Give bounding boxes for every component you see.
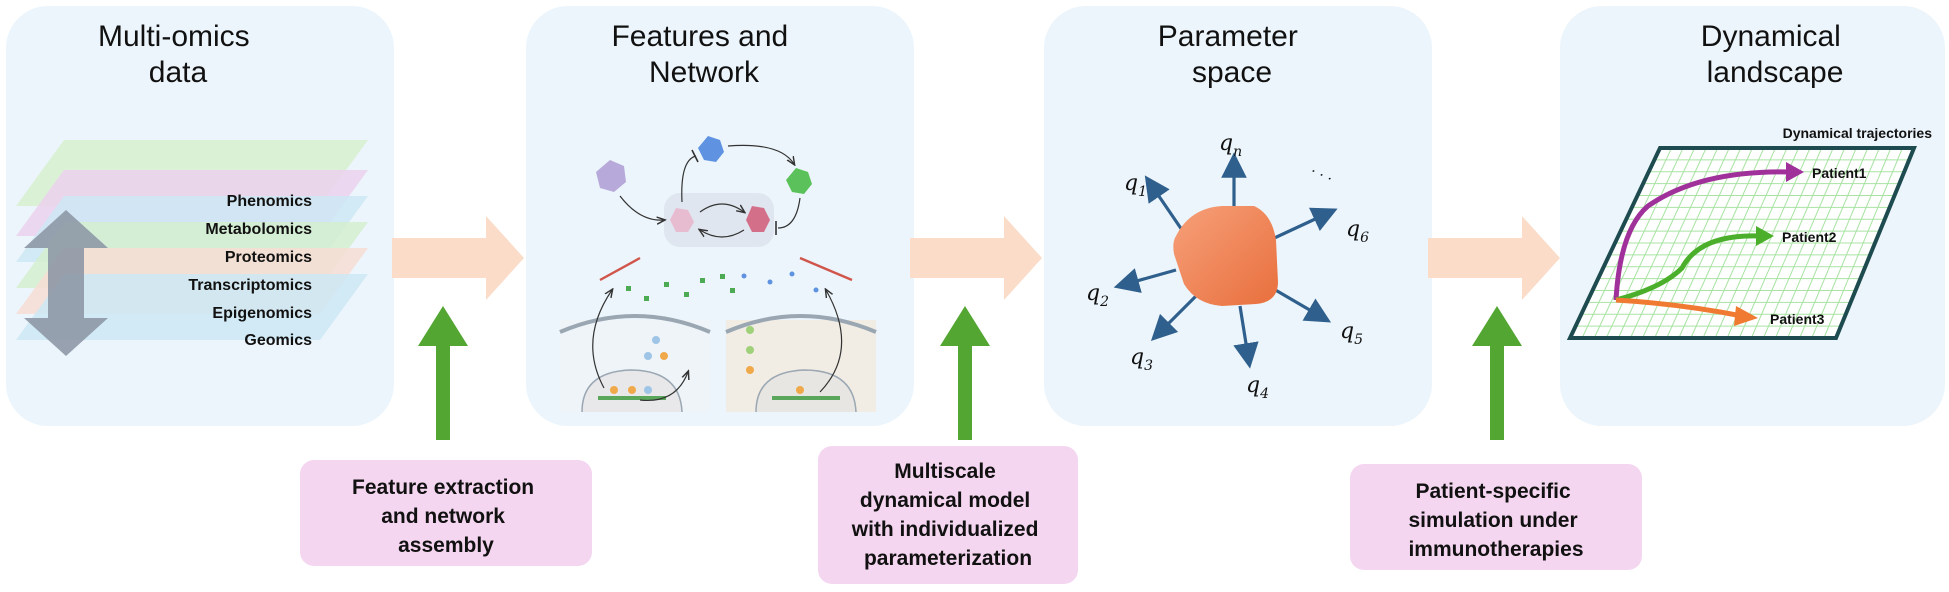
signal-molecule <box>741 273 747 279</box>
omics-layer-label: Phenomics <box>227 193 312 210</box>
edge-inhibition <box>777 197 801 229</box>
dna-strand <box>772 396 840 400</box>
omics-layer-label: Metabolomics <box>205 221 312 238</box>
up-arrow-icon <box>418 306 468 440</box>
omics-layer-sheet <box>16 274 368 340</box>
up-arrow-icon <box>1472 306 1522 440</box>
signal-path <box>639 372 688 402</box>
parameter-label: q1 <box>1124 171 1147 200</box>
patient-label: Patient3 <box>1770 311 1825 327</box>
edge-inhibition-bar <box>691 149 699 163</box>
landscape-grid-frame <box>1566 146 1917 340</box>
trajectories-caption: Dynamical trajectories <box>1783 125 1933 141</box>
protein-marker <box>746 346 754 354</box>
protein-marker <box>644 386 652 394</box>
edge-inhibition <box>681 155 697 203</box>
parameter-label: q6 <box>1346 217 1369 246</box>
trajectory-arrowhead <box>1756 226 1774 246</box>
zoom-line <box>799 256 853 282</box>
panel-title-features-network: Features and Network <box>611 20 796 89</box>
flow-arrow <box>392 216 524 300</box>
trajectory-patient3 <box>1615 297 1743 319</box>
step-box-feature-extraction <box>300 460 592 566</box>
dna-strand <box>598 396 666 400</box>
parameter-label: q3 <box>1130 345 1153 374</box>
parameter-label: qn <box>1219 131 1242 160</box>
protein-marker <box>610 386 618 394</box>
step-text-patient-simulation: Patient-specific simulation under immuno… <box>1408 480 1583 561</box>
node-purple-icon <box>596 160 626 192</box>
signal-molecule <box>767 279 773 285</box>
signal-molecule <box>730 288 735 293</box>
omics-layer-label: Geomics <box>244 332 312 349</box>
signal-molecule <box>813 287 819 293</box>
patient-label: Patient2 <box>1782 229 1837 245</box>
parameter-label: q4 <box>1246 373 1269 402</box>
panel-title-parameter-space: Parameter space <box>1158 20 1306 89</box>
trajectory-arrowhead <box>1734 306 1758 326</box>
signal-molecule <box>700 278 705 283</box>
protein-marker <box>660 352 668 360</box>
protein-marker <box>796 386 804 394</box>
step-text-multiscale-model: Multiscale dynamical model with individu… <box>851 460 1045 570</box>
zoom-line <box>599 256 641 282</box>
parameter-arrow <box>1271 286 1332 323</box>
edge-activation <box>727 144 794 164</box>
omics-layer-label: Transcriptomics <box>188 277 312 294</box>
edge-activation <box>700 230 745 238</box>
cell-membrane <box>559 314 711 334</box>
omics-layer-label: Epigenomics <box>212 305 312 322</box>
parameter-arrow <box>1233 305 1259 369</box>
protein-marker <box>746 366 754 374</box>
panel-title-multi-omics: Multi-omics data <box>98 20 258 89</box>
cell-membrane <box>725 314 877 334</box>
double-headed-arrow-icon <box>24 210 108 356</box>
panel-title-dynamical-landscape: Dynamical landscape <box>1701 20 1849 89</box>
signal-molecule <box>684 292 689 297</box>
step-box-multiscale-model <box>818 446 1078 584</box>
parameter-space-plot: q1 qn q6 q2 q3 q4 q5 · · · <box>1086 131 1369 402</box>
flow-arrow <box>910 216 1042 300</box>
omics-layer-stack: Phenomics Metabolomics Proteomics Transc… <box>16 140 368 356</box>
trajectory-arrowhead <box>1786 162 1804 182</box>
network-schematic <box>559 136 877 413</box>
protein-marker <box>628 386 636 394</box>
protein-marker <box>746 326 754 334</box>
parameter-arrow <box>1144 175 1184 231</box>
signal-molecule <box>664 282 669 287</box>
signal-molecule <box>720 274 725 279</box>
signal-molecule <box>644 296 649 301</box>
parameter-blob-icon <box>1173 206 1278 306</box>
network-highlight-region <box>664 193 774 247</box>
patient-label: Patient1 <box>1812 165 1867 181</box>
parameter-arrow <box>1269 207 1338 242</box>
trajectory-patient2 <box>1615 233 1761 303</box>
dynamical-landscape-plot: Dynamical trajectories Patient1 Patient2… <box>1566 125 1933 340</box>
edge-activation <box>619 195 664 220</box>
parameter-label: q5 <box>1340 319 1363 348</box>
protein-marker <box>644 352 652 360</box>
up-arrow-icon <box>940 306 990 440</box>
step-text-feature-extraction: Feature extraction and network assembly <box>352 476 540 557</box>
parameter-label: q2 <box>1086 281 1109 310</box>
node-red-icon <box>746 206 770 232</box>
node-pink-icon <box>670 208 694 232</box>
edge-activation <box>699 203 744 212</box>
signal-path <box>819 290 843 393</box>
cell-nucleus <box>755 369 857 413</box>
omics-layer-label: Proteomics <box>225 249 312 266</box>
flow-arrow <box>1428 216 1560 300</box>
parameter-arrow <box>1150 294 1198 342</box>
signal-molecule <box>789 271 795 277</box>
signal-molecule <box>626 286 631 291</box>
trajectory-patient1 <box>1613 169 1791 301</box>
signal-path <box>592 290 612 389</box>
step-box-patient-simulation <box>1350 464 1642 570</box>
parameter-arrow <box>1113 268 1177 293</box>
protein-marker <box>652 336 660 344</box>
node-green-icon <box>786 168 812 194</box>
node-blue-icon <box>698 136 724 162</box>
